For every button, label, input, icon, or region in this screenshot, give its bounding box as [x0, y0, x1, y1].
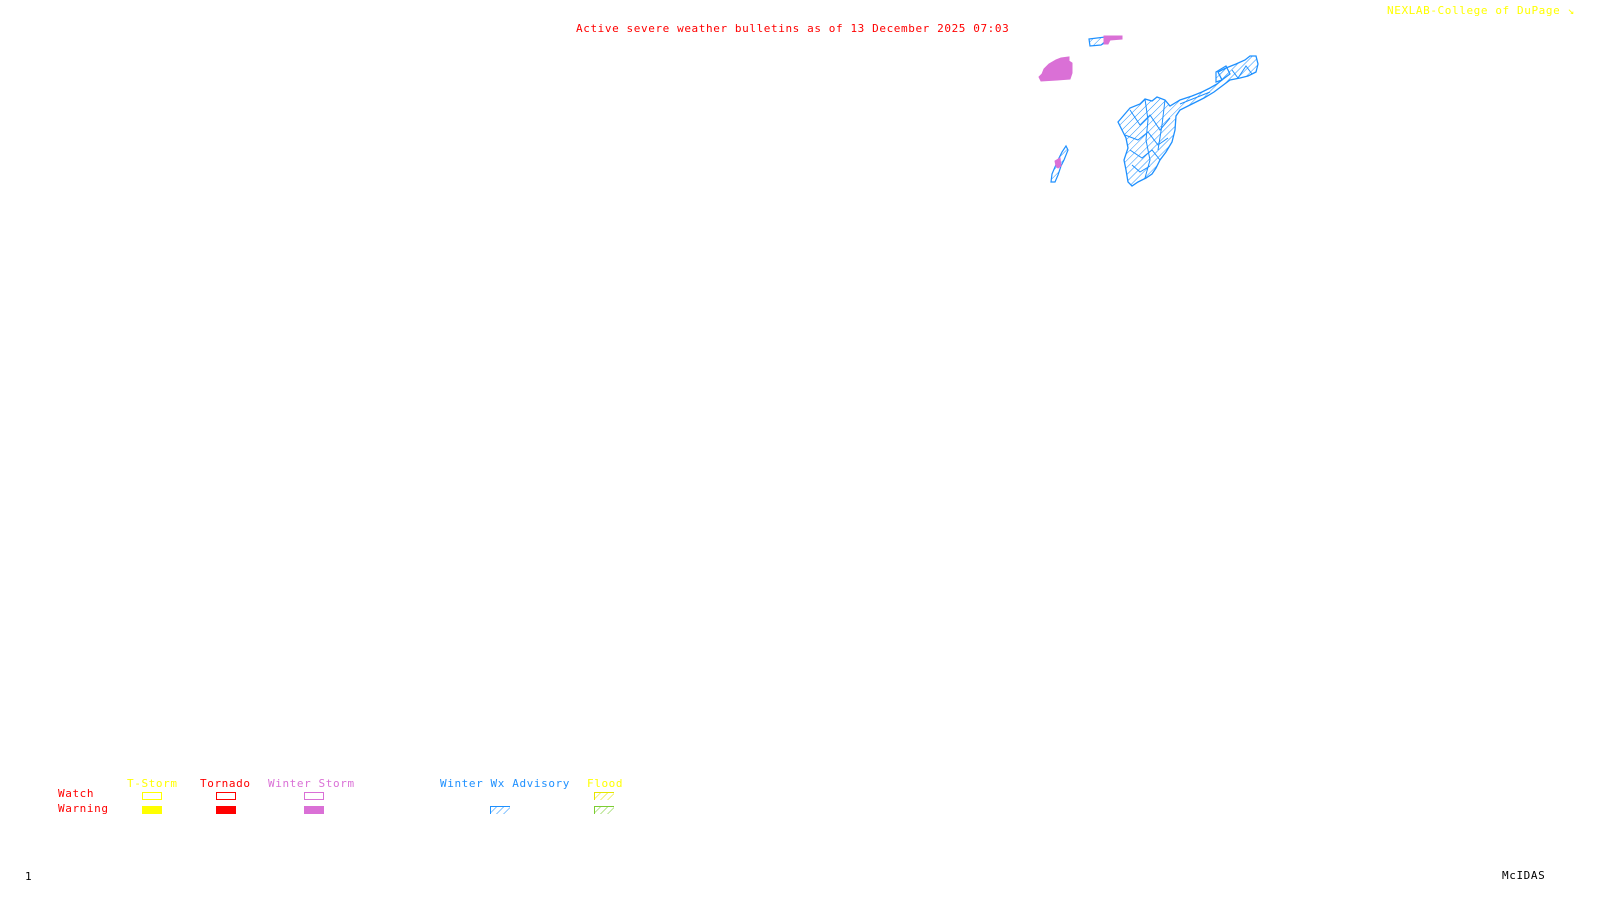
software-label: McIDAS [1502, 869, 1546, 882]
flood-watch-swatch [594, 792, 614, 800]
winter-storm-warning-top [1103, 35, 1123, 45]
credit-label: NEXLAB-College of DuPage ↘ [1387, 4, 1575, 17]
tornado-warning-swatch [216, 806, 236, 814]
winter-storm-warning-area [1038, 56, 1073, 82]
winter-storm-warning-swatch [304, 806, 324, 814]
tstorm-watch-swatch [142, 792, 162, 800]
legend-flood-label: Flood [587, 777, 624, 790]
winter-storm-warning-west [1054, 157, 1062, 169]
legend-watch-row-label: Watch [58, 787, 95, 800]
winter-wx-advisory-swatch [490, 806, 510, 814]
legend-winter-wx-advisory-label: Winter Wx Advisory [440, 777, 571, 790]
legend-winter-storm-label: Winter Storm [268, 777, 355, 790]
legend-warning-row-label: Warning [58, 802, 109, 815]
map-title: Active severe weather bulletins as of 13… [576, 22, 1010, 35]
winter-wx-advisory-east-fragment [1215, 65, 1231, 83]
winter-wx-advisory-top [1088, 36, 1107, 47]
tornado-watch-swatch [216, 792, 236, 800]
winter-wx-advisory-northeast [1117, 55, 1259, 187]
tstorm-warning-swatch [142, 806, 162, 814]
legend-tornado-label: Tornado [200, 777, 251, 790]
winter-storm-watch-swatch [304, 792, 324, 800]
legend-tstorm-label: T-Storm [127, 777, 178, 790]
flood-warning-swatch [594, 806, 614, 814]
county-lines [1124, 65, 1253, 179]
frame-number: 1 [25, 870, 33, 883]
